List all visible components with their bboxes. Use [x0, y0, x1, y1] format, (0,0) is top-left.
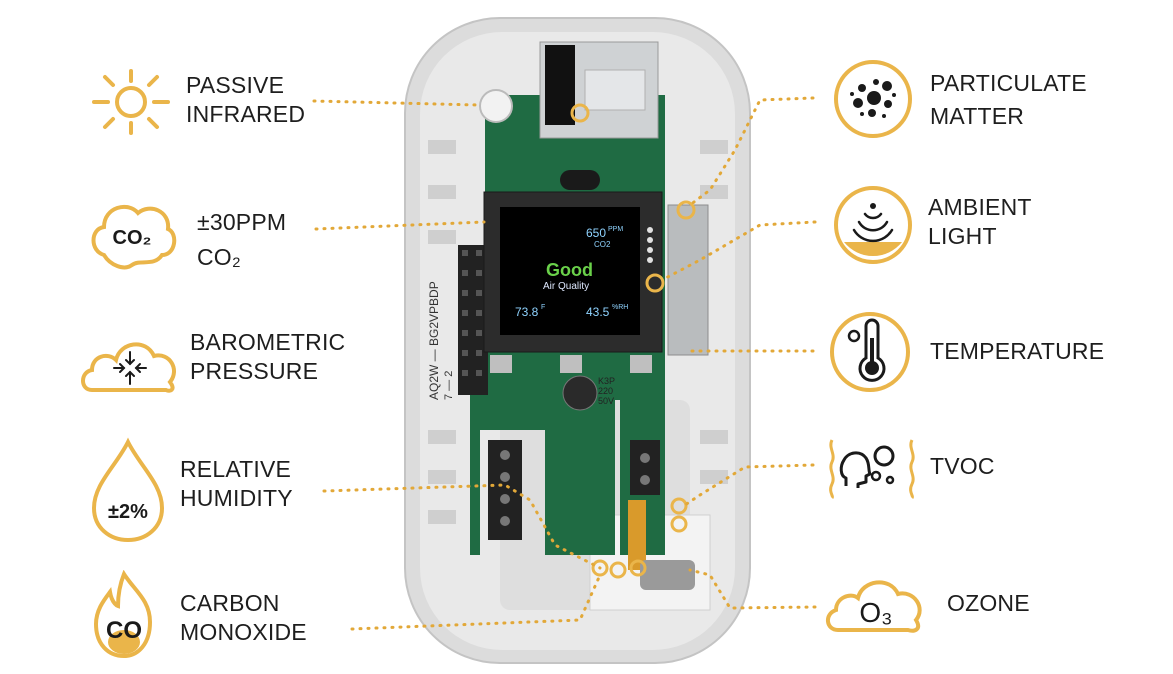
ozone-sensor	[640, 560, 695, 590]
ozone-cloud-icon: O₃	[826, 580, 922, 633]
particulate-icon	[834, 60, 912, 138]
svg-text:K3P: K3P	[598, 376, 615, 386]
side-connector	[667, 204, 709, 356]
marker-particulate	[570, 103, 590, 123]
callout-ambient	[660, 220, 817, 282]
sun-icon	[92, 69, 170, 135]
screen-co2-unit: PPM	[608, 226, 623, 233]
feature-label-pir: PASSIVE INFRARED	[186, 72, 306, 127]
marker-co-2	[609, 561, 627, 579]
feature-label-pressure: BAROMETRIC PRESSURE	[190, 329, 346, 384]
marker-ambient-light	[676, 200, 696, 220]
co2-icon-text: CO₂	[113, 227, 152, 249]
pir-dome	[479, 89, 513, 123]
marker-co	[591, 559, 609, 577]
screen-humidity: 43.5	[586, 305, 610, 319]
feature-label-ozone: OZONE	[947, 590, 1030, 616]
ozone-icon-text: O₃	[859, 597, 892, 628]
callout-ozone	[688, 568, 817, 610]
callout-lines	[312, 96, 817, 631]
capacitor	[562, 375, 598, 411]
humidity-drop-icon: ±2%	[91, 437, 165, 543]
feature-label-temperature: TEMPERATURE	[930, 338, 1105, 364]
callout-tvoc	[683, 463, 815, 507]
feature-label-co: CARBON MONOXIDE	[180, 590, 307, 645]
screen-co2-label: CO2	[594, 240, 611, 249]
screen-temperature: 73.8	[515, 305, 539, 319]
feature-label-co2: ±30PPM CO₂	[197, 209, 287, 270]
board-marking-sub: 7 — 2	[443, 371, 455, 400]
screen-co2-value: 650	[586, 226, 606, 240]
marker-tvoc	[670, 497, 688, 515]
feature-label-tvoc: TVOC	[930, 453, 995, 479]
feature-label-humidity: RELATIVE HUMIDITY	[180, 456, 293, 511]
humidity-icon-text: ±2%	[108, 501, 148, 523]
sensor-foam	[545, 45, 575, 125]
callout-humidity	[322, 483, 602, 570]
marker-co-3	[629, 559, 647, 577]
feature-label-particulate: PARTICULATE MATTER	[930, 70, 1087, 129]
ambient-light-icon	[834, 186, 912, 264]
pcb-slot	[560, 170, 600, 190]
feature-label-ambient-light: AMBIENT LIGHT	[928, 194, 1032, 249]
pressure-cloud-icon	[81, 342, 176, 393]
board-marking: AQ2W — BG2VPBDP	[427, 281, 441, 400]
marker-humidity-temp	[645, 273, 665, 293]
screen-status: Good	[546, 260, 593, 280]
vent-slots-left	[428, 140, 456, 524]
thermometer-icon	[830, 312, 910, 392]
svg-text:220: 220	[598, 386, 613, 396]
tvoc-head-icon	[829, 439, 915, 500]
marker-tvoc-2	[670, 515, 688, 533]
svg-text:50V: 50V	[598, 396, 614, 406]
screen-humidity-unit: %RH	[612, 304, 628, 311]
sensor-markers	[570, 103, 696, 579]
co2-cloud-icon: CO₂	[91, 204, 177, 270]
screen-status-sub: Air Quality	[543, 281, 589, 292]
ribbon-cable	[628, 500, 646, 570]
co-flame-icon: CO	[93, 570, 153, 659]
screen-temperature-unit: F	[541, 304, 545, 311]
terminal-block-right	[630, 440, 660, 495]
co-icon-text: CO	[106, 617, 142, 644]
display-screen	[500, 207, 640, 335]
callout-pir	[312, 99, 480, 107]
